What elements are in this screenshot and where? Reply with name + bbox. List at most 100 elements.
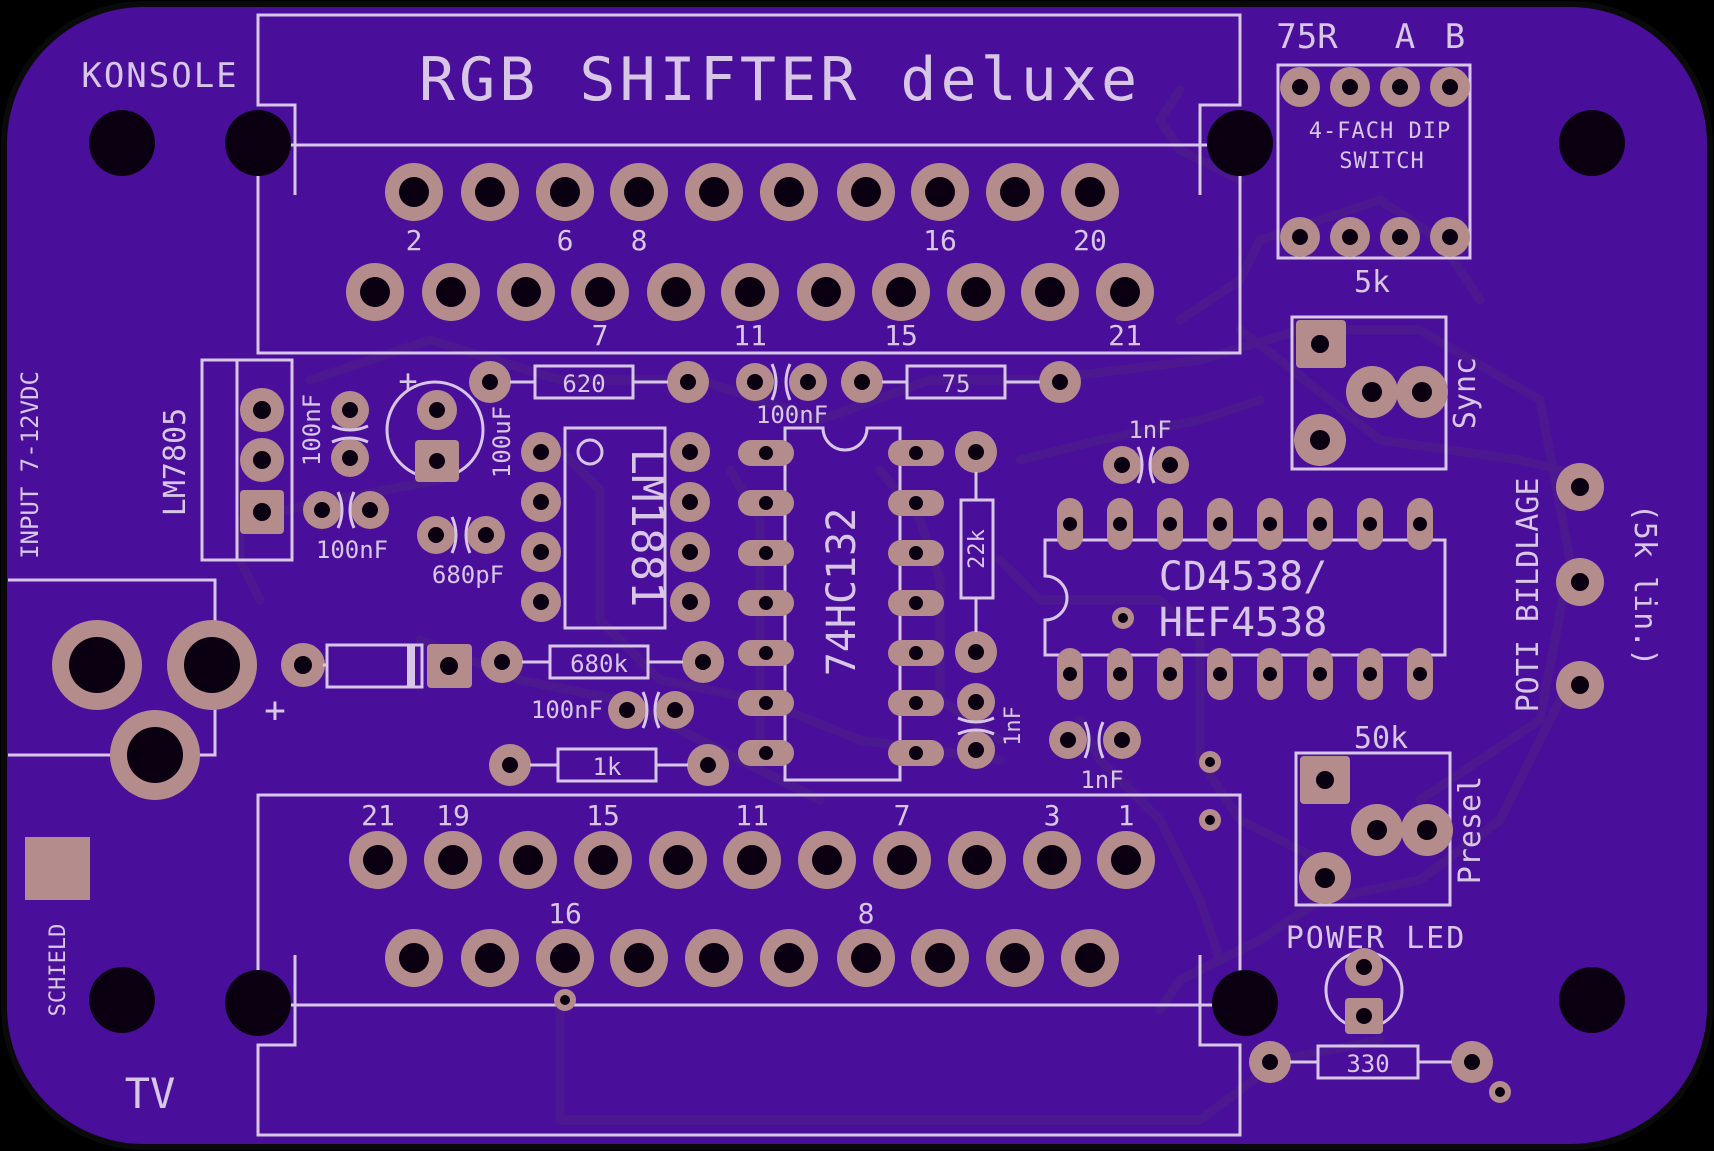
cap-plus-label: + — [398, 362, 417, 400]
jack-plus-label: + — [264, 690, 286, 731]
pin-label: 11 — [735, 799, 769, 832]
scart-mount-hole — [225, 970, 291, 1036]
pin-label: 21 — [361, 799, 395, 832]
resistor-label: 620 — [562, 370, 605, 398]
pin-label: 2 — [406, 224, 423, 257]
cap-100nf-lm7805: 100nF — [298, 391, 369, 477]
scart-top-pads — [346, 163, 1154, 321]
pad-row-top-lower — [346, 263, 1154, 321]
resistor-label: 1k — [593, 753, 622, 781]
dip-switch: 75R A B 4-FACH DIP SWITCH 5k — [1276, 17, 1472, 300]
cap-100nf-mid: 100nF — [736, 363, 828, 429]
dip-label: B — [1445, 17, 1465, 57]
resistor-label: 22k — [965, 529, 990, 569]
cap-label: 1nF — [1080, 766, 1123, 794]
pin-label: 21 — [1108, 319, 1142, 352]
resistor-1k: 1k — [489, 744, 729, 786]
cap-1nf-bottom: 1nF — [1049, 721, 1141, 794]
cap-label: 100nF — [756, 401, 828, 429]
dip-label: SWITCH — [1339, 149, 1424, 174]
ic-pads-right — [888, 440, 944, 766]
cap-label: 100nF — [298, 394, 326, 466]
sync-trimmer: Sync — [1290, 315, 1483, 471]
cap-label: 100nF — [531, 696, 603, 724]
tv-label: TV — [125, 1069, 176, 1118]
cap-label: 680pF — [432, 561, 504, 589]
poti-label: POTI BILDLAGE — [1511, 478, 1546, 713]
cap-1nf-top: 1nF — [1103, 416, 1189, 484]
pin-label: 16 — [548, 897, 582, 930]
ic-pads-bottom — [1057, 648, 1433, 700]
resistor-label: 680k — [570, 650, 628, 678]
mounting-hole — [89, 967, 155, 1033]
input-label: INPUT 7-12VDC — [16, 371, 44, 559]
dip-label: A — [1395, 17, 1415, 57]
presel-value: 50k — [1354, 721, 1408, 756]
cap-100nf-left: 100nF — [531, 691, 694, 729]
poti-bildlage: POTI BILDLAGE (5k lin.) — [1511, 463, 1662, 712]
poti-value: (5k lin.) — [1627, 504, 1662, 667]
schield-label: SCHIELD — [46, 924, 71, 1017]
cap-100nf-lower: 100nF — [303, 491, 389, 564]
cap-label: 100nF — [316, 536, 388, 564]
pin-label: 6 — [557, 224, 574, 257]
ic-pads-top — [1057, 498, 1433, 550]
cap-100uf-electrolytic: + 100uF — [385, 362, 516, 482]
resistor-75: 75 — [841, 361, 1081, 403]
cap-label: 1nF — [1001, 706, 1026, 746]
presel-label: Presel — [1453, 776, 1488, 884]
dip-label: 75R — [1276, 17, 1338, 57]
board-title: RGB SHIFTER deluxe — [419, 45, 1141, 115]
mounting-hole — [89, 110, 155, 176]
ic-label: HEF4538 — [1159, 600, 1328, 646]
pin-label: 11 — [733, 319, 767, 352]
scart-bottom-pin-labels: 21 19 15 11 7 3 1 16 8 — [361, 799, 1134, 930]
ic-pads-left — [738, 440, 794, 766]
scart-mount-hole — [1207, 110, 1273, 176]
power-led: POWER LED — [1286, 921, 1467, 1034]
pin-label: 16 — [923, 224, 957, 257]
scart-mount-hole — [225, 110, 291, 176]
schield-pad — [25, 837, 90, 900]
pad-row-bottom-lower — [385, 929, 1119, 987]
ic-label: CD4538/ — [1159, 554, 1328, 600]
ic-label: LM1881 — [621, 449, 672, 608]
dip-label: 5k — [1354, 265, 1390, 300]
pad-row-bottom-upper — [349, 831, 1155, 889]
lm7805-label: LM7805 — [158, 408, 193, 516]
cap-label: 100uF — [488, 406, 516, 478]
resistor-330: 330 — [1249, 1041, 1493, 1083]
pin-label: 15 — [586, 799, 620, 832]
ic-cd4538: CD4538/ HEF4538 — [1043, 498, 1447, 700]
pin-label: 8 — [858, 897, 875, 930]
konsole-label: KONSOLE — [81, 56, 238, 96]
mounting-hole — [1559, 110, 1625, 176]
presel-trimmer: 50k Presel — [1294, 721, 1488, 907]
pin-label: 7 — [894, 799, 911, 832]
cap-1nf-right: 1nF — [957, 683, 1026, 769]
pin-label: 15 — [884, 319, 918, 352]
pin-label: 7 — [592, 319, 609, 352]
dip-label: 4-FACH DIP — [1309, 119, 1451, 144]
mounting-hole — [1559, 967, 1625, 1033]
dc-jack: + — [8, 578, 286, 800]
resistor-label: 330 — [1346, 1050, 1389, 1078]
scart-top-outline — [256, 13, 1242, 355]
resistor-620: 620 — [469, 361, 709, 403]
resistor-label: 75 — [942, 370, 971, 398]
resistor-22k: 22k — [955, 431, 997, 673]
scart-mount-hole — [1212, 970, 1278, 1036]
pin-label: 1 — [1118, 799, 1135, 832]
ic-74hc132: 74HC132 — [738, 426, 944, 782]
lm7805-regulator — [200, 358, 294, 562]
scart-bottom-pads — [349, 831, 1155, 1011]
diode — [281, 643, 472, 689]
power-led-label: POWER LED — [1286, 921, 1467, 956]
ic-lm1881: LM1881 — [521, 426, 710, 630]
resistor-680k: 680k — [481, 641, 724, 683]
cap-680pf: 680pF — [417, 516, 505, 589]
scart-top-pin-labels: 2 6 8 16 20 7 11 15 21 — [406, 224, 1142, 352]
ic-label: 74HC132 — [819, 508, 865, 677]
pin-label: 3 — [1044, 799, 1061, 832]
